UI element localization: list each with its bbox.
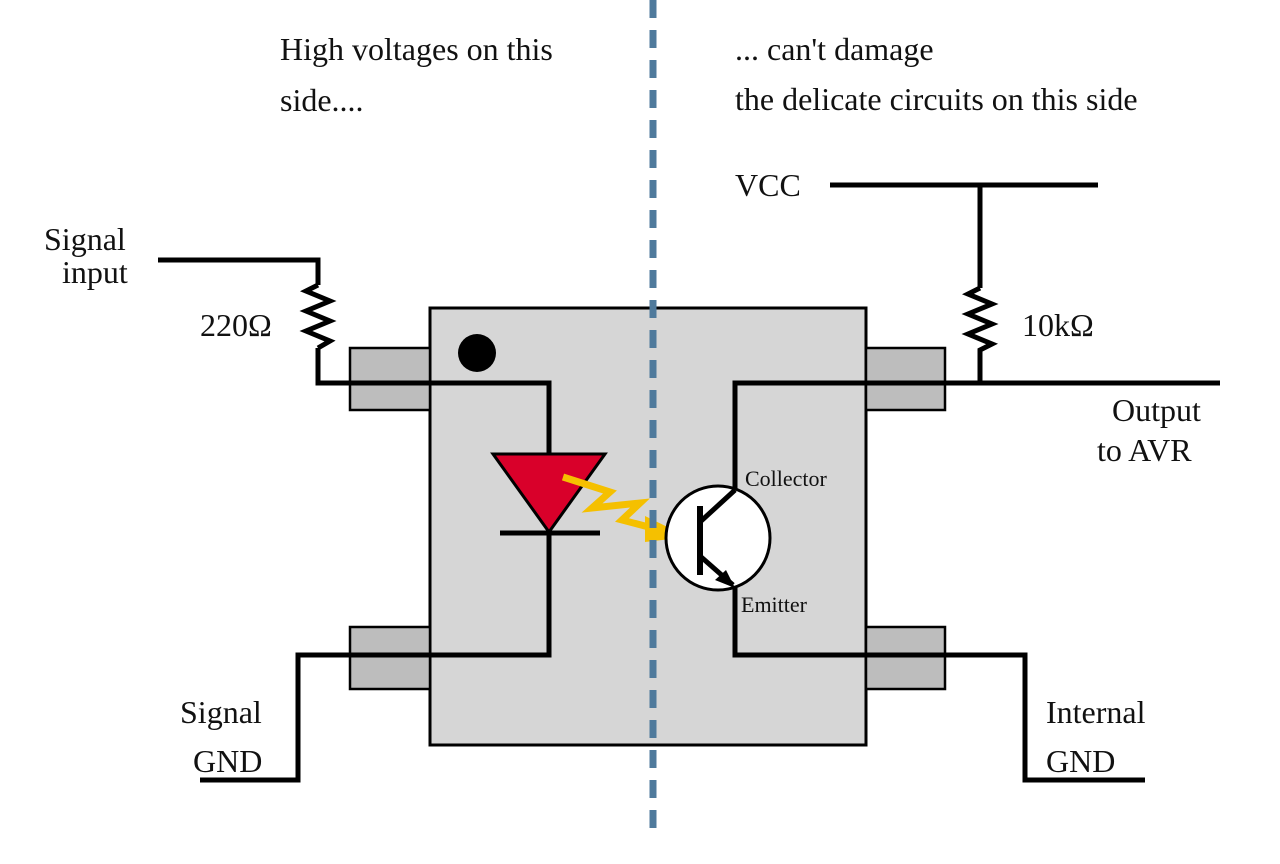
pin1-dot xyxy=(458,334,496,372)
signal-gnd-line2: GND xyxy=(193,743,262,779)
right-note-line2: the delicate circuits on this side xyxy=(735,81,1138,117)
resistor-10k-icon xyxy=(961,285,999,383)
r1-label: 220Ω xyxy=(200,307,272,343)
emitter-arrow-icon xyxy=(715,570,735,588)
internal-gnd-line2: GND xyxy=(1046,743,1115,779)
pin-left-bottom xyxy=(348,625,432,691)
signal-gnd-line1: Signal xyxy=(180,694,262,730)
led-icon xyxy=(490,452,608,535)
left-note-line2: side.... xyxy=(280,82,364,118)
output-line2: to AVR xyxy=(1097,432,1192,468)
vcc-label: VCC xyxy=(735,167,801,203)
left-note-line1: High voltages on this xyxy=(280,31,553,67)
internal-gnd-line1: Internal xyxy=(1046,694,1146,730)
output-line1: Output xyxy=(1112,392,1201,428)
transistor-collector-lead xyxy=(698,488,737,524)
light-bolt-icon xyxy=(561,473,661,534)
r2-label: 10kΩ xyxy=(1022,307,1094,343)
phototransistor-icon xyxy=(664,484,772,592)
led-anode-wire xyxy=(315,348,552,455)
resistor-220-icon xyxy=(299,282,337,351)
signal-input-line1: Signal xyxy=(44,221,126,257)
pin-left-top xyxy=(348,346,432,412)
signal-input-wire xyxy=(158,257,321,285)
emitter-gnd-wire xyxy=(732,588,1145,783)
signal-input-line2: input xyxy=(62,254,128,290)
right-note-line1: ... can't damage xyxy=(735,31,934,67)
pin-right-top xyxy=(864,346,947,412)
collector-label: Collector xyxy=(745,466,828,491)
emitter-label: Emitter xyxy=(741,592,808,617)
collector-output-wire xyxy=(732,380,1220,490)
pin-right-bottom xyxy=(864,625,947,691)
signal-gnd-wire xyxy=(200,533,552,783)
